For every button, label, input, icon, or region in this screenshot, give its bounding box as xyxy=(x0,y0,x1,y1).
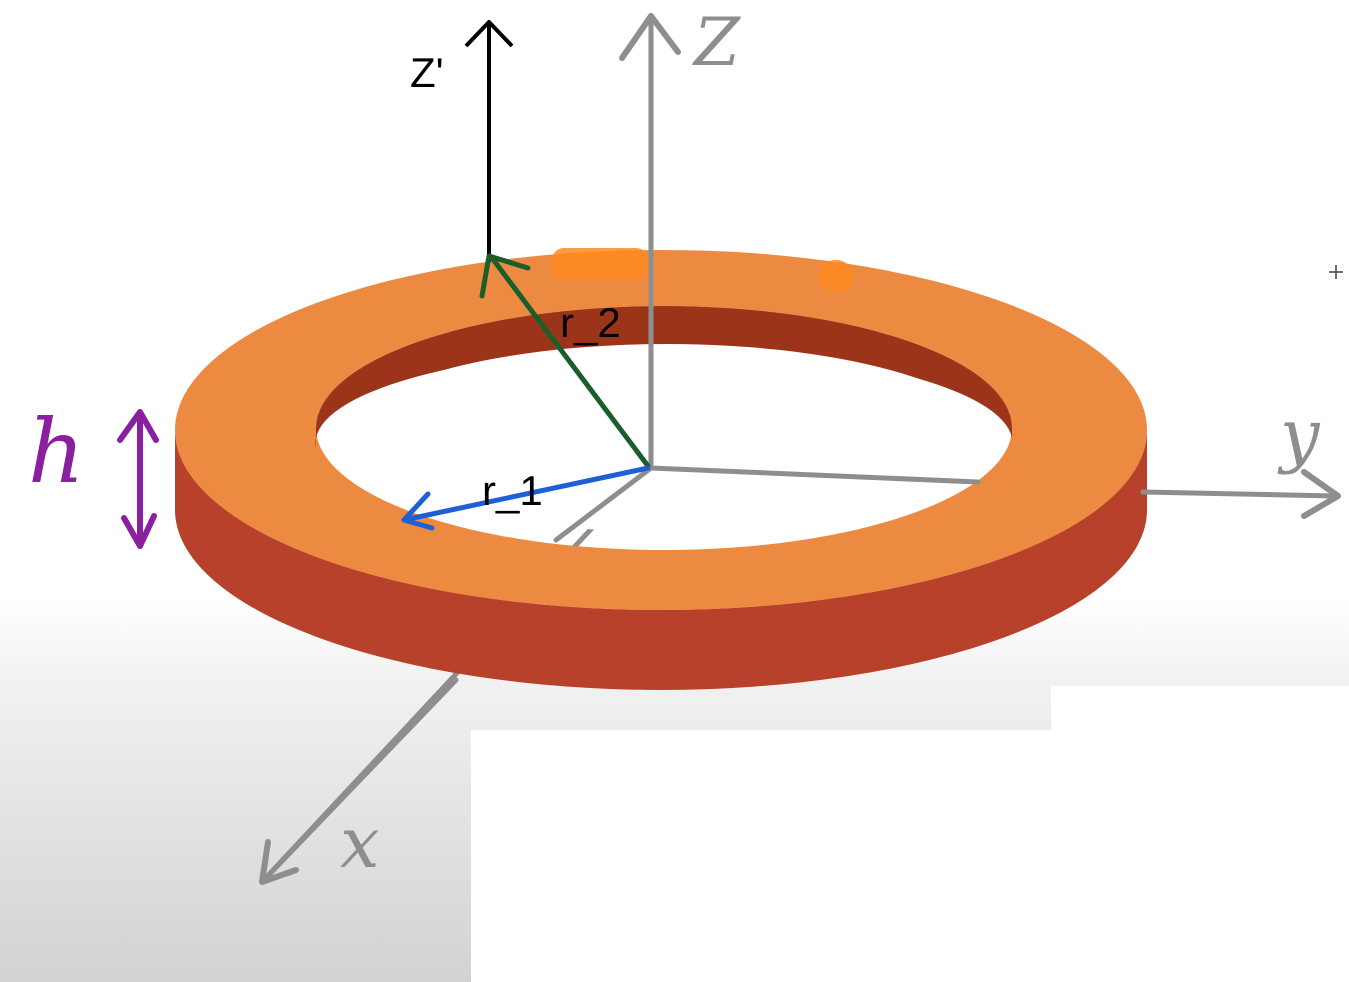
r2-arrow-line xyxy=(489,255,651,469)
height-marker-top-arrowhead xyxy=(117,409,159,443)
z-prime-arrowhead xyxy=(464,20,514,48)
ring-top xyxy=(174,249,1148,611)
y-axis-line xyxy=(1140,489,1337,499)
y-axis-label: y xyxy=(1280,394,1320,476)
x-axis-line-lower xyxy=(259,677,459,885)
r2-label: r_2 xyxy=(560,299,621,346)
x-axis-label: x xyxy=(340,802,380,884)
ring-inner-wall xyxy=(315,306,1012,448)
y-axis-arrowhead xyxy=(1301,469,1341,519)
height-label: h xyxy=(28,400,85,503)
height-marker-bottom-arrowhead xyxy=(121,513,157,549)
crosshair-cursor-icon xyxy=(1329,265,1343,279)
y-axis-line-inner xyxy=(648,465,981,485)
r1-arrow-line xyxy=(401,465,651,523)
x-axis-line-inner xyxy=(553,465,654,543)
ring-side xyxy=(175,430,1147,690)
highlight-dot xyxy=(818,260,854,292)
z-axis-arrowhead xyxy=(619,13,681,61)
r1-arrowhead xyxy=(401,491,435,531)
ring-hole xyxy=(333,344,1001,532)
blank-panel-right xyxy=(1051,686,1349,982)
highlight-patch xyxy=(552,248,648,280)
z-axis-label: Z xyxy=(694,4,740,81)
blank-panel xyxy=(471,730,1051,982)
r2-arrowhead xyxy=(479,253,531,299)
r1-label: r_1 xyxy=(482,467,543,514)
z-prime-label: Z' xyxy=(410,49,444,96)
